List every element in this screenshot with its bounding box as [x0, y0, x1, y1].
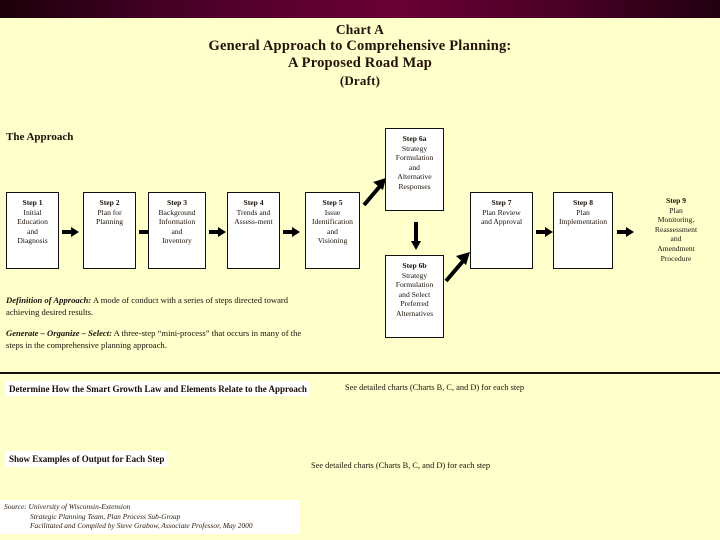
- step8-line2: Implementation: [558, 217, 608, 227]
- arrow-step6b-to-step7-icon: [444, 252, 470, 283]
- source-credit: Source: University of Wisconsin-Extensio…: [0, 500, 300, 534]
- definition-approach: Definition of Approach: A mode of conduc…: [6, 295, 306, 318]
- step-box-step2[interactable]: Step 2 Plan for Planning: [83, 192, 136, 269]
- step-box-step6a[interactable]: Step 6a Strategy Formulation and Alterna…: [385, 128, 444, 211]
- step-box-step6b[interactable]: Step 6b Strategy Formulation and Select …: [385, 255, 444, 338]
- examples-heading: Show Examples of Output for Each Step: [6, 451, 168, 467]
- definition-gos-text: A three-step “mini-process” that occurs …: [6, 328, 302, 350]
- step9-line4: and: [670, 234, 682, 244]
- arrow-step3-to-step4-icon: [209, 227, 228, 237]
- step6b-line5: Alternatives: [395, 308, 434, 318]
- step3-title: Step 3: [166, 198, 188, 207]
- smart-growth-heading: Determine How the Smart Growth Law and E…: [6, 381, 310, 396]
- step9-line5: Amendment: [657, 243, 695, 253]
- step9-line2: Monitoring,: [657, 215, 695, 225]
- step6a-line5: Responses: [398, 181, 431, 191]
- arrow-step6a-to-step6b-icon: [411, 222, 421, 252]
- arrow-step1-to-step2-icon: [62, 227, 81, 237]
- step5-line1: Issue: [324, 207, 341, 217]
- step6a-line3: and: [409, 162, 420, 172]
- definition-approach-label: Definition of Approach:: [6, 295, 92, 305]
- step-box-step4[interactable]: Step 4 Trends and Assess-ment: [227, 192, 280, 269]
- examples-note: See detailed charts (Charts B, C, and D)…: [311, 461, 491, 470]
- step1-line1: Initial: [23, 207, 42, 217]
- step7-line1: Plan Review: [482, 207, 521, 217]
- step1-line2: Education: [17, 217, 48, 227]
- arrow-step4-to-step5-icon: [283, 227, 302, 237]
- step3-line1: Background: [158, 207, 196, 217]
- step1-title: Step 1: [22, 198, 43, 207]
- step3-line4: Inventory: [162, 236, 192, 246]
- step5-line4: Visioning: [317, 236, 348, 246]
- top-banner-decoration: [0, 0, 720, 18]
- step6a-title: Step 6a: [402, 134, 427, 143]
- step2-line2: Planning: [95, 217, 123, 227]
- smart-growth-note: See detailed charts (Charts B, C, and D)…: [345, 383, 525, 392]
- step2-line1: Plan for: [97, 207, 122, 217]
- step3-line3: and: [171, 226, 183, 236]
- step-box-step5[interactable]: Step 5 Issue Identification and Visionin…: [305, 192, 360, 269]
- step9-title: Step 9: [665, 196, 687, 205]
- step6a-line4: Alternative: [397, 172, 432, 182]
- page-title: General Approach to Comprehensive Planni…: [208, 38, 512, 54]
- step-box-step3[interactable]: Step 3 Background Information and Invent…: [148, 192, 206, 269]
- source-line2: Strategic Planning Team, Plan Process Su…: [30, 511, 181, 521]
- step-box-step1[interactable]: Step 1 Initial Education and Diagnosis: [6, 192, 59, 269]
- step7-title: Step 7: [491, 198, 512, 207]
- step6a-line1: Strategy: [401, 143, 428, 153]
- step8-line1: Plan: [576, 207, 590, 217]
- step9-line6: Procedure: [660, 253, 692, 263]
- step9-line3: Reassessment: [654, 224, 698, 234]
- approach-section-heading: The Approach: [6, 131, 74, 143]
- title-block: Chart A General Approach to Comprehensiv…: [0, 22, 720, 89]
- step6b-line4: Preferred: [400, 299, 429, 309]
- draft-label: (Draft): [339, 73, 381, 88]
- step5-line3: and: [327, 226, 338, 236]
- step4-line1: Trends and: [236, 207, 271, 217]
- section-divider: [0, 372, 720, 374]
- step5-title: Step 5: [322, 198, 343, 207]
- arrow-step8-to-step9-icon: [617, 227, 636, 237]
- definition-gos-label: Generate – Organize – Select:: [6, 328, 112, 338]
- step6b-line3: and Select: [398, 289, 431, 299]
- step-box-step7[interactable]: Step 7 Plan Review and Approval: [470, 192, 533, 269]
- step-label-step9[interactable]: Step 9 Plan Monitoring, Reassessment and…: [638, 196, 714, 263]
- source-line3: Facilitated and Compiled by Steve Grabow…: [30, 521, 253, 531]
- step6b-title: Step 6b: [402, 261, 427, 270]
- step6b-line1: Strategy: [401, 270, 428, 280]
- arrow-step5-to-step6a-icon: [362, 178, 386, 207]
- step6a-line2: Formulation: [395, 153, 434, 163]
- source-line1: Source: University of Wisconsin-Extensio…: [4, 502, 131, 511]
- step9-line1: Plan: [669, 205, 683, 215]
- step8-title: Step 8: [572, 198, 594, 207]
- definition-approach-text: A mode of conduct with a series of steps…: [6, 295, 289, 317]
- step2-title: Step 2: [99, 198, 120, 207]
- arrow-step7-to-step8-icon: [536, 227, 555, 237]
- step1-line3: and: [27, 226, 38, 236]
- step6b-line2: Formulation: [395, 280, 434, 290]
- step-box-step8[interactable]: Step 8 Plan Implementation: [553, 192, 613, 269]
- step4-title: Step 4: [243, 198, 264, 207]
- step4-line2: Assess-ment: [234, 217, 273, 227]
- step3-line2: Information: [158, 217, 196, 227]
- step5-line2: Identification: [312, 217, 353, 227]
- page-subtitle: A Proposed Road Map: [287, 55, 433, 71]
- chart-label: Chart A: [335, 22, 385, 37]
- definition-generate-organize-select: Generate – Organize – Select: A three-st…: [6, 328, 306, 351]
- step1-line4: Diagnosis: [17, 236, 48, 246]
- step7-line2: and Approval: [480, 217, 523, 227]
